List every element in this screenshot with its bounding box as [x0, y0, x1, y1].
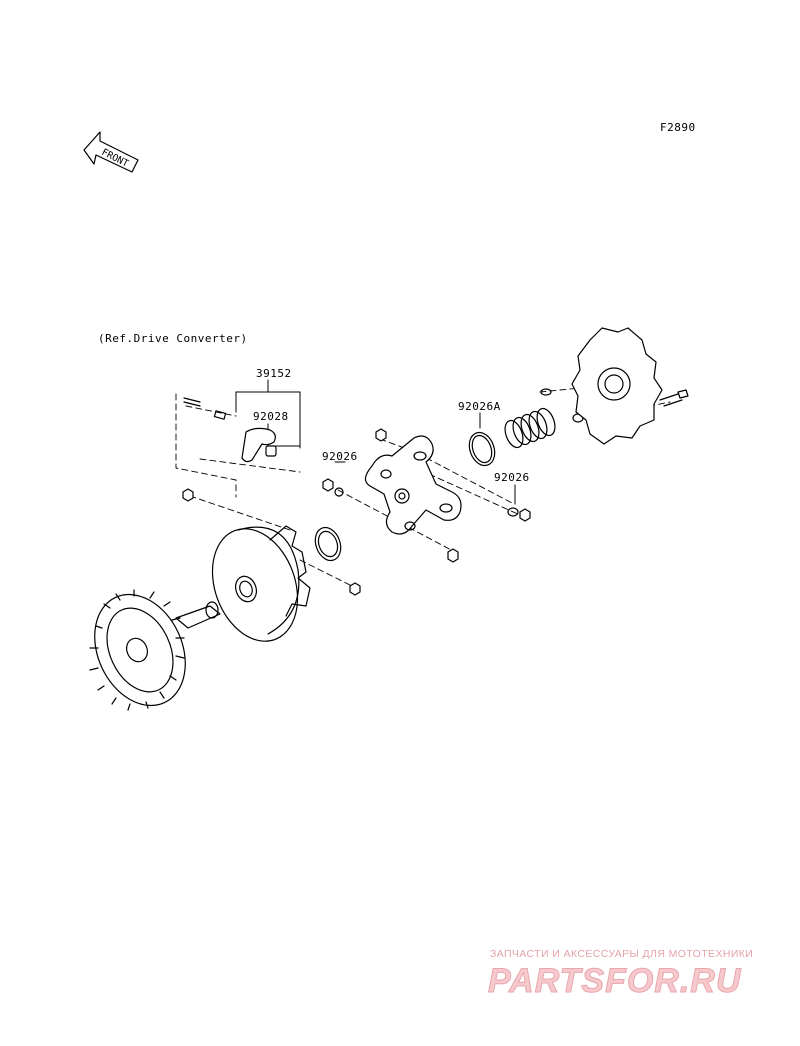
cover-plate — [571, 327, 689, 445]
part-label-92028[interactable]: 92028 — [253, 410, 289, 423]
part-label-92026-right[interactable]: 92026 — [494, 471, 530, 484]
part-label-92026[interactable]: 92026 — [322, 450, 358, 463]
watermark-tagline: ЗАПЧАСТИ И АКСЕССУАРЫ ДЛЯ МОТОТЕХНИКИ — [490, 948, 754, 960]
spring-part — [504, 407, 556, 449]
spider-assembly — [364, 435, 462, 535]
front-arrow-icon: FRONT — [83, 131, 139, 173]
fixed-sheave — [89, 589, 221, 711]
part-label-39152[interactable]: 39152 — [256, 367, 292, 380]
diagram-code: F2890 — [660, 121, 696, 134]
ring-part — [468, 431, 496, 467]
part-label-92026a[interactable]: 92026A — [458, 400, 501, 413]
pin-parts — [183, 397, 277, 463]
watermark-logo: PARTSFOR.RU — [487, 962, 742, 1001]
movable-sheave — [211, 525, 342, 642]
reference-note: (Ref.Drive Converter) — [98, 332, 248, 345]
